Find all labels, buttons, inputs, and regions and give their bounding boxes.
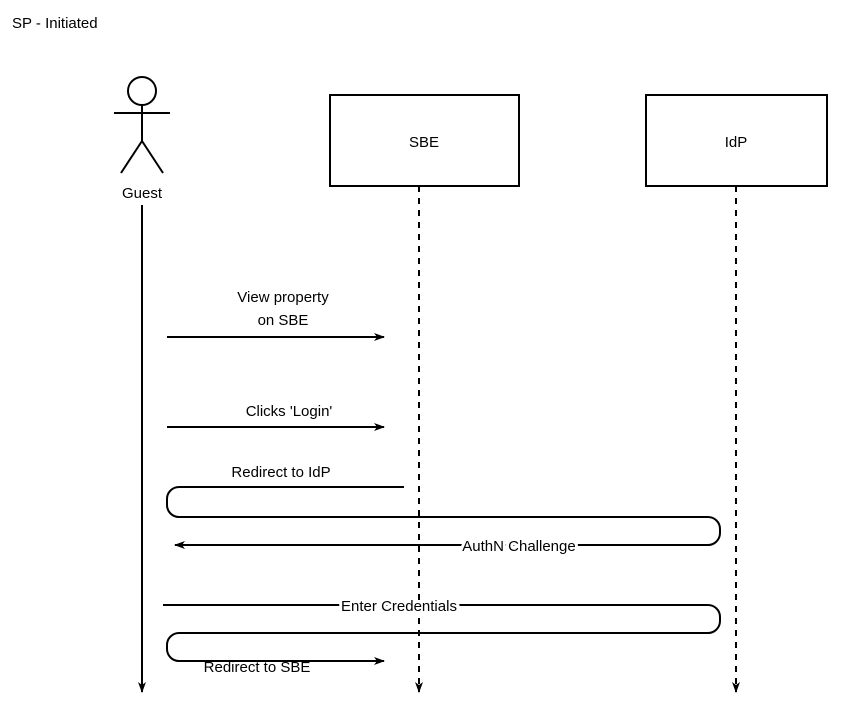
message-path-5 bbox=[163, 604, 721, 634]
message-path-3 bbox=[166, 486, 709, 518]
participant-label-sbe: SBE bbox=[409, 134, 439, 151]
actor-left-leg-icon bbox=[120, 140, 143, 174]
participant-box-sbe bbox=[329, 94, 520, 187]
message-enter-credentials: Enter Credentials Enter Credentials bbox=[163, 595, 721, 634]
actor-right-leg-icon bbox=[141, 140, 164, 174]
message-label-6: Redirect to SBE bbox=[204, 659, 311, 676]
message-redirect-to-idp: Redirect to IdP bbox=[166, 464, 709, 518]
participant-label-guest: Guest bbox=[122, 185, 163, 202]
participant-label-idp: IdP bbox=[725, 134, 748, 151]
participant-box-idp bbox=[645, 94, 828, 187]
participant-sbe: SBE bbox=[329, 94, 520, 693]
message-label-4: AuthN Challenge bbox=[462, 538, 575, 555]
message-authn-challenge: AuthN Challenge AuthN Challenge bbox=[174, 516, 721, 558]
message-label-5: Enter Credentials bbox=[341, 598, 457, 615]
message-clicks-login: Clicks 'Login' bbox=[167, 403, 385, 431]
participant-idp: IdP bbox=[645, 94, 828, 693]
message-label-1-line-2: on SBE bbox=[258, 312, 309, 329]
message-path-6 bbox=[166, 632, 385, 665]
diagram-title: SP - Initiated bbox=[12, 15, 98, 32]
message-label-4-halo: AuthN Challenge bbox=[462, 538, 575, 555]
message-redirect-to-sbe: Redirect to SBE bbox=[166, 632, 385, 676]
actor-head-icon bbox=[127, 76, 157, 106]
participant-guest: Guest bbox=[114, 76, 170, 693]
message-path-4 bbox=[174, 516, 721, 549]
message-label-1-line-1: View property bbox=[237, 289, 329, 306]
message-label-3: Redirect to IdP bbox=[231, 464, 330, 481]
message-label-5-halo: Enter Credentials bbox=[341, 598, 457, 615]
message-label-2: Clicks 'Login' bbox=[246, 403, 333, 420]
message-view-property: View property on SBE bbox=[167, 289, 385, 341]
